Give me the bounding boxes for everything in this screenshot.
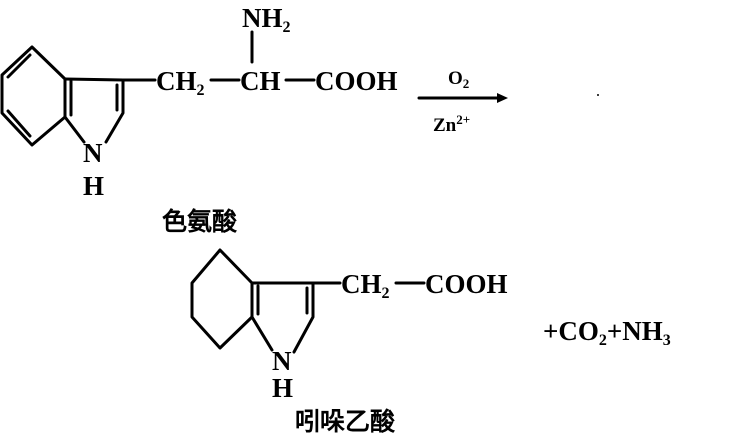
- five-membered-ring: [250, 281, 342, 354]
- six-membered-ring: [190, 248, 260, 350]
- tryptophan-structure: N H CH2 CH NH2 COOH 色氨酸: [0, 3, 398, 236]
- ring-nitrogen: N: [83, 138, 103, 168]
- ch2-group: CH2: [156, 66, 205, 99]
- indoleacetic-acid-structure: N H CH2 COOH 吲哚乙酸: [190, 248, 508, 436]
- carboxyl-group: COOH: [425, 269, 508, 299]
- ring-hydrogen: H: [83, 171, 104, 201]
- ring-hydrogen: H: [272, 373, 293, 403]
- pyrrole-ring: [63, 77, 157, 144]
- amino-group: NH2: [242, 3, 291, 36]
- zinc-catalyst: Zn2+: [433, 112, 470, 136]
- stray-dot: [597, 94, 599, 96]
- ch2-group: CH2: [341, 269, 390, 302]
- oxygen-condition: O2: [448, 68, 469, 91]
- product-name: 吲哚乙酸: [295, 407, 396, 436]
- ch-group: CH: [240, 66, 281, 96]
- reaction-arrow: O2 Zn2+: [417, 68, 508, 136]
- ring-nitrogen: N: [272, 346, 292, 376]
- carboxyl-group: COOH: [315, 66, 398, 96]
- byproducts: +CO2+NH3: [543, 316, 671, 349]
- reactant-name: 色氨酸: [162, 207, 238, 236]
- benzene-ring: [0, 45, 73, 147]
